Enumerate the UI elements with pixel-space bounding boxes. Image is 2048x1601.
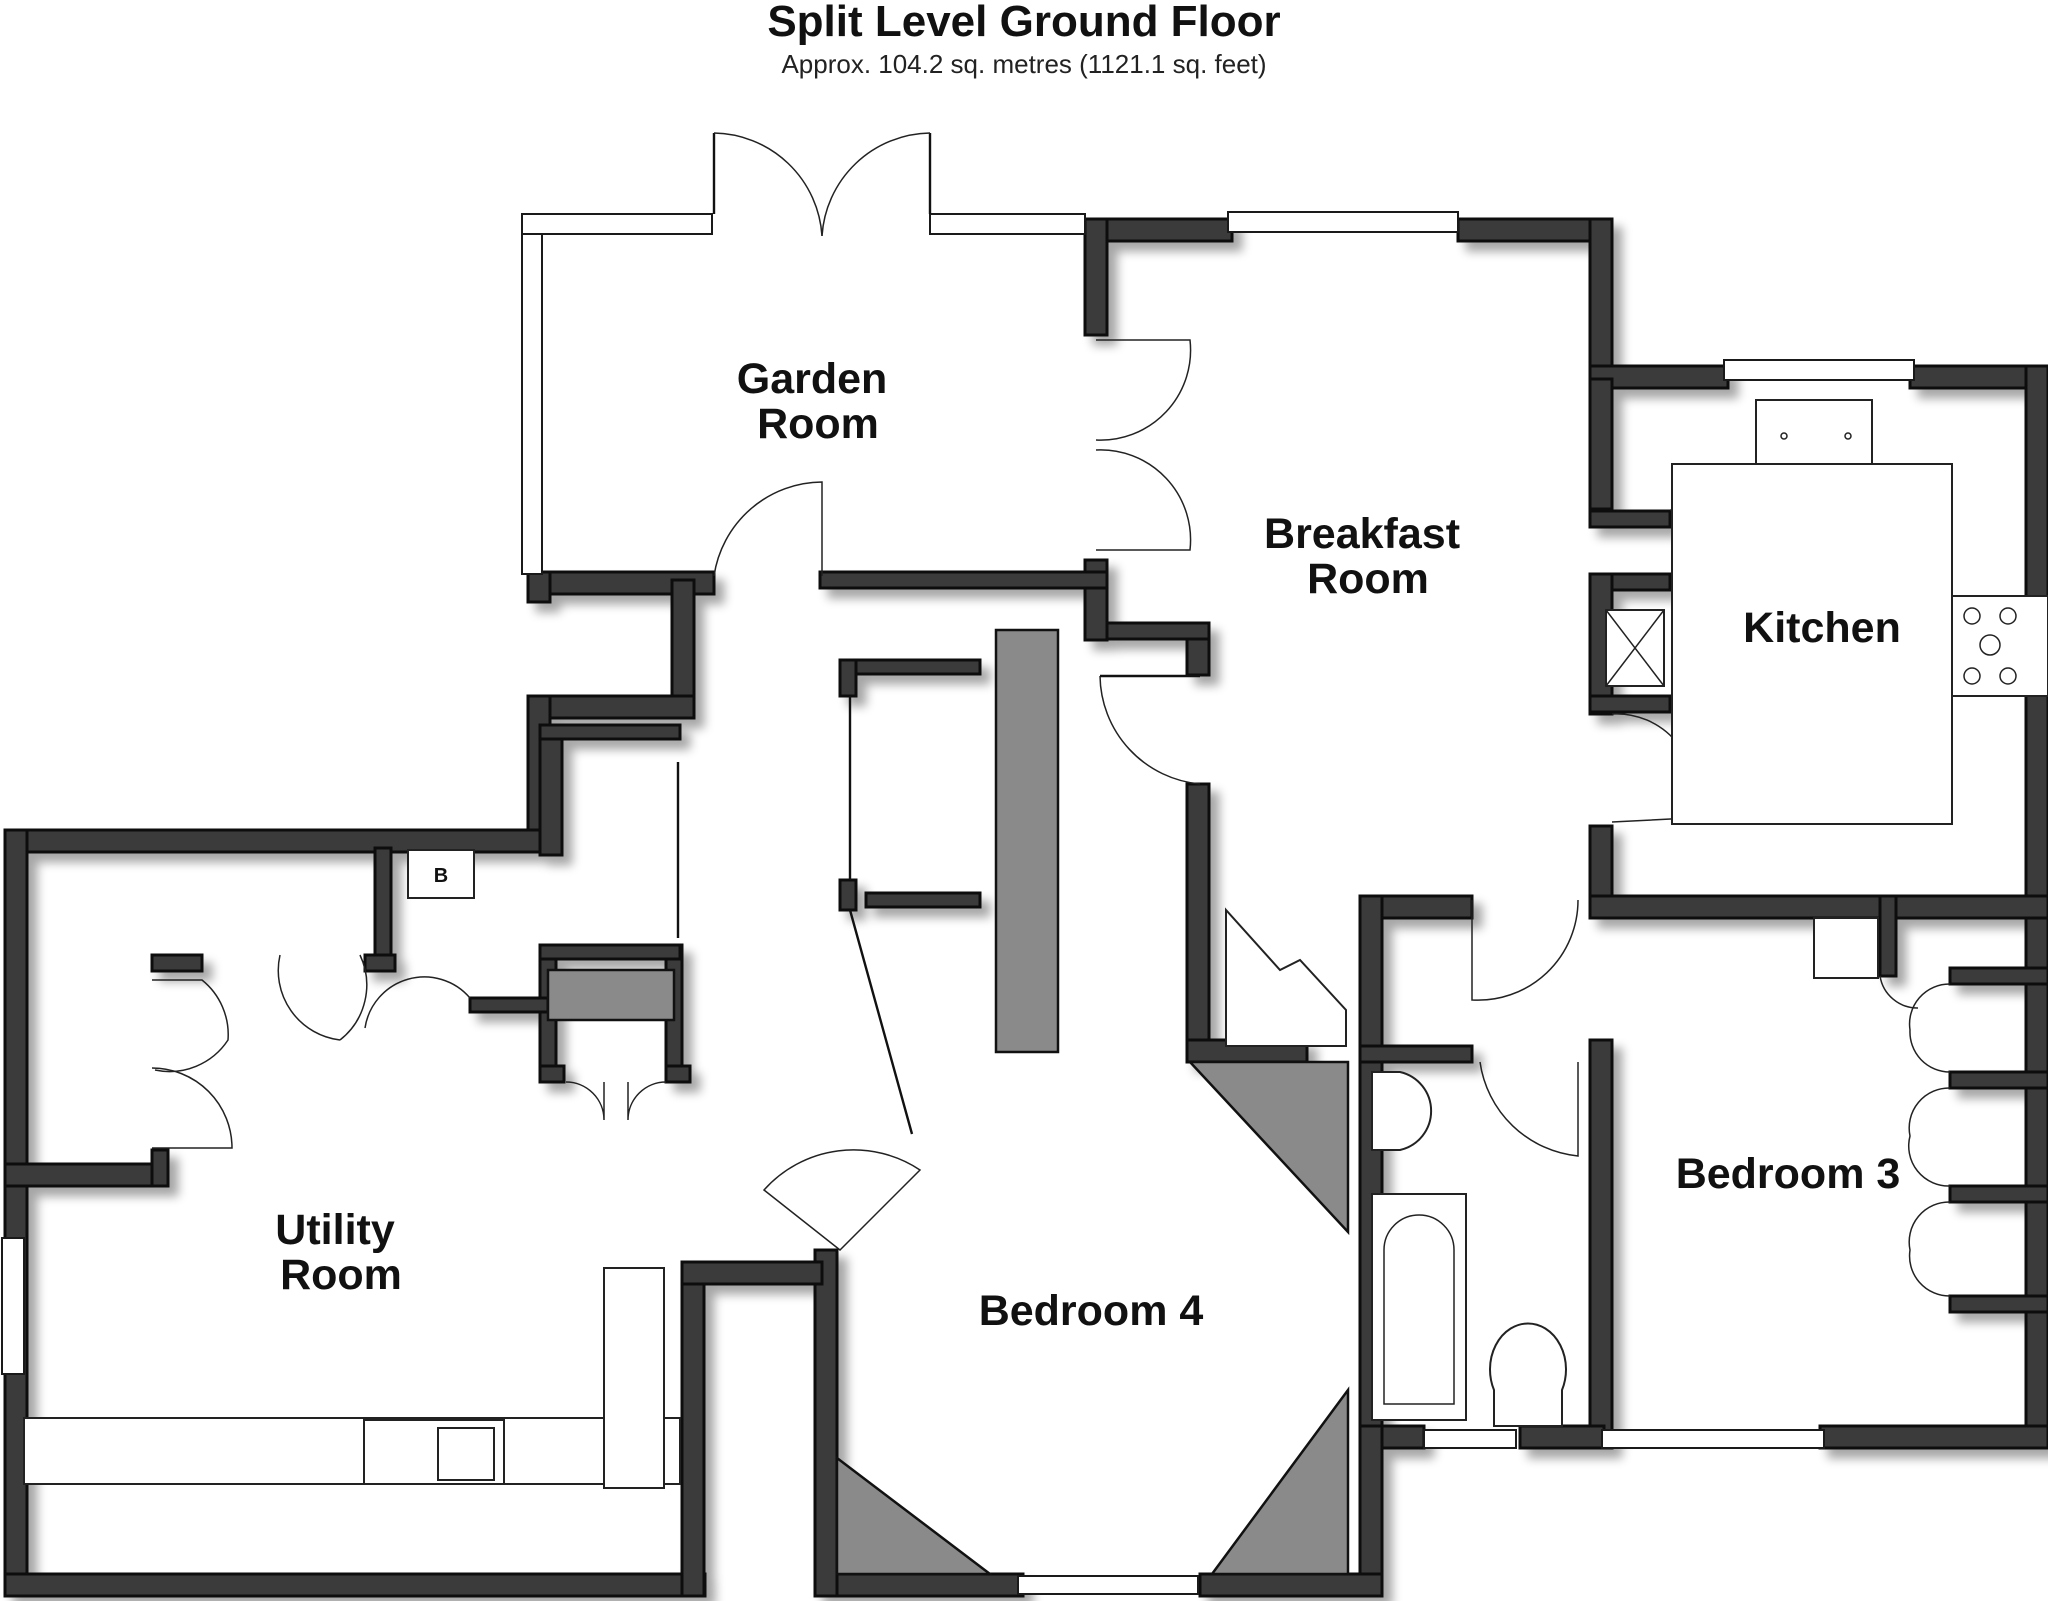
kitchen-worktop: [1671, 463, 1953, 825]
room-label-breakfast-room-line2: Room: [1307, 555, 1429, 603]
boiler-label: B: [434, 865, 448, 887]
plan-title: Split Level Ground Floor: [767, 0, 1281, 46]
window-bathroom: [1423, 1429, 1517, 1449]
plan-area-subtitle: Approx. 104.2 sq. metres (1121.1 sq. fee…: [781, 49, 1267, 79]
room-label-breakfast-room: Breakfast Room: [1264, 510, 1472, 603]
room-label-bedroom-4-line1: Bedroom 4: [979, 1287, 1204, 1335]
window-kitchen: [1723, 359, 1915, 381]
window-garden-west: [521, 213, 543, 575]
room-label-utility-room: Utility Room: [275, 1206, 406, 1299]
void-areas: [546, 628, 1350, 1576]
windows: [1, 211, 1915, 1595]
room-label-kitchen-line1: Kitchen: [1743, 604, 1901, 652]
fixtures: B: [23, 399, 2048, 1489]
utility-worktop: [23, 1417, 681, 1485]
wc: [1489, 1322, 1567, 1427]
stairs: [1225, 907, 1347, 1047]
room-label-bedroom-3-line1: Bedroom 3: [1676, 1150, 1901, 1198]
room-label-bedroom-4: Bedroom 4: [979, 1287, 1204, 1335]
window-bedroom4: [1017, 1575, 1199, 1595]
room-label-bedroom-3: Bedroom 3: [1676, 1150, 1901, 1198]
bath: [1371, 1193, 1467, 1421]
window-garden-north-right: [929, 213, 1086, 235]
window-utility: [1, 1237, 25, 1375]
boiler: [407, 849, 475, 899]
walls: [3, 217, 2048, 1598]
room-label-garden-room-line1: Garden: [737, 355, 888, 403]
window-garden-north-left: [521, 213, 713, 235]
room-label-breakfast-room-line1: Breakfast: [1264, 510, 1460, 558]
room-labels: Garden Room Breakfast Room Kitchen Utili…: [275, 355, 1901, 1335]
kitchen-sink: [1755, 399, 1873, 465]
room-label-kitchen: Kitchen: [1743, 604, 1901, 652]
window-bedroom3: [1601, 1429, 1825, 1449]
doors: [151, 132, 1951, 1297]
room-label-utility-room-line1: Utility: [275, 1206, 395, 1254]
basin: [1371, 1071, 1433, 1151]
room-label-garden-room-line2: Room: [757, 400, 879, 448]
room-label-garden-room: Garden Room: [737, 355, 900, 448]
room-label-utility-room-line2: Room: [280, 1251, 402, 1299]
window-breakfast: [1227, 211, 1459, 233]
